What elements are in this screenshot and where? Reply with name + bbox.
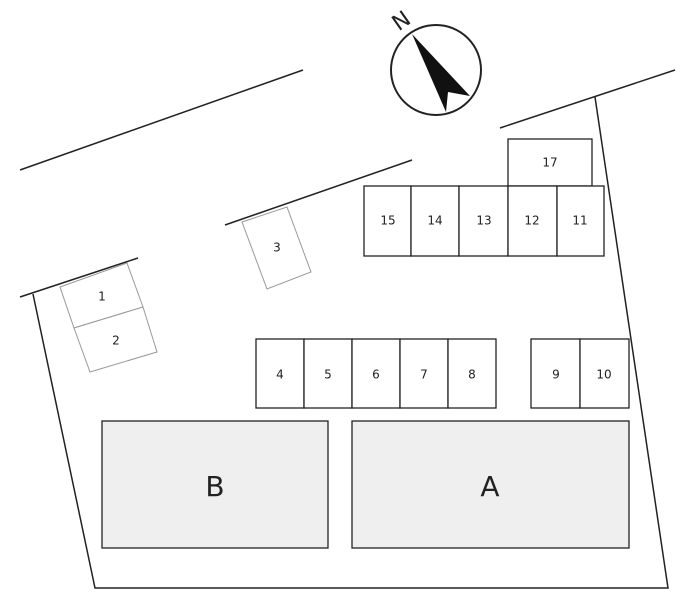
- slot-label-15: 15: [380, 214, 395, 228]
- slot-label-2: 2: [112, 334, 120, 348]
- building-b: [101, 420, 329, 549]
- lot-boundary: [32, 96, 669, 589]
- parking-slot-8[interactable]: [447, 338, 497, 409]
- building-a-label: A: [480, 470, 499, 503]
- parking-slot-3[interactable]: [241, 206, 312, 290]
- parking-slot-10[interactable]: [579, 338, 630, 409]
- parking-slot-7[interactable]: [399, 338, 449, 409]
- slot-label-6: 6: [372, 368, 380, 382]
- parking-slot-12[interactable]: [507, 185, 558, 257]
- parking-slot-15[interactable]: [363, 185, 412, 257]
- slot-label-4: 4: [276, 368, 284, 382]
- parking-slot-2[interactable]: [73, 306, 158, 373]
- parking-slot-5[interactable]: [303, 338, 353, 409]
- parking-slot-13[interactable]: [458, 185, 509, 257]
- slot-label-8: 8: [468, 368, 476, 382]
- slot-label-7: 7: [420, 368, 428, 382]
- road-edge-right: [499, 69, 676, 129]
- slot-label-17: 17: [542, 156, 557, 170]
- slot-label-14: 14: [427, 214, 442, 228]
- parking-slot-6[interactable]: [351, 338, 401, 409]
- slot-label-5: 5: [324, 368, 332, 382]
- parking-slot-11[interactable]: [556, 185, 605, 257]
- road-edge-top: [19, 69, 304, 171]
- parking-slot-9[interactable]: [530, 338, 581, 409]
- building-a: [351, 420, 630, 549]
- slot-label-12: 12: [524, 214, 539, 228]
- slot-label-11: 11: [572, 214, 587, 228]
- slot-label-10: 10: [596, 368, 611, 382]
- building-b-label: B: [205, 470, 224, 503]
- road-edge-left: [19, 257, 139, 298]
- slot-label-13: 13: [476, 214, 491, 228]
- slot-label-9: 9: [552, 368, 560, 382]
- slot-label-3: 3: [273, 241, 281, 255]
- slot-label-1: 1: [98, 290, 106, 304]
- parking-slot-14[interactable]: [410, 185, 460, 257]
- road-edge-middle: [224, 159, 413, 226]
- north-compass-icon: N: [388, 7, 482, 116]
